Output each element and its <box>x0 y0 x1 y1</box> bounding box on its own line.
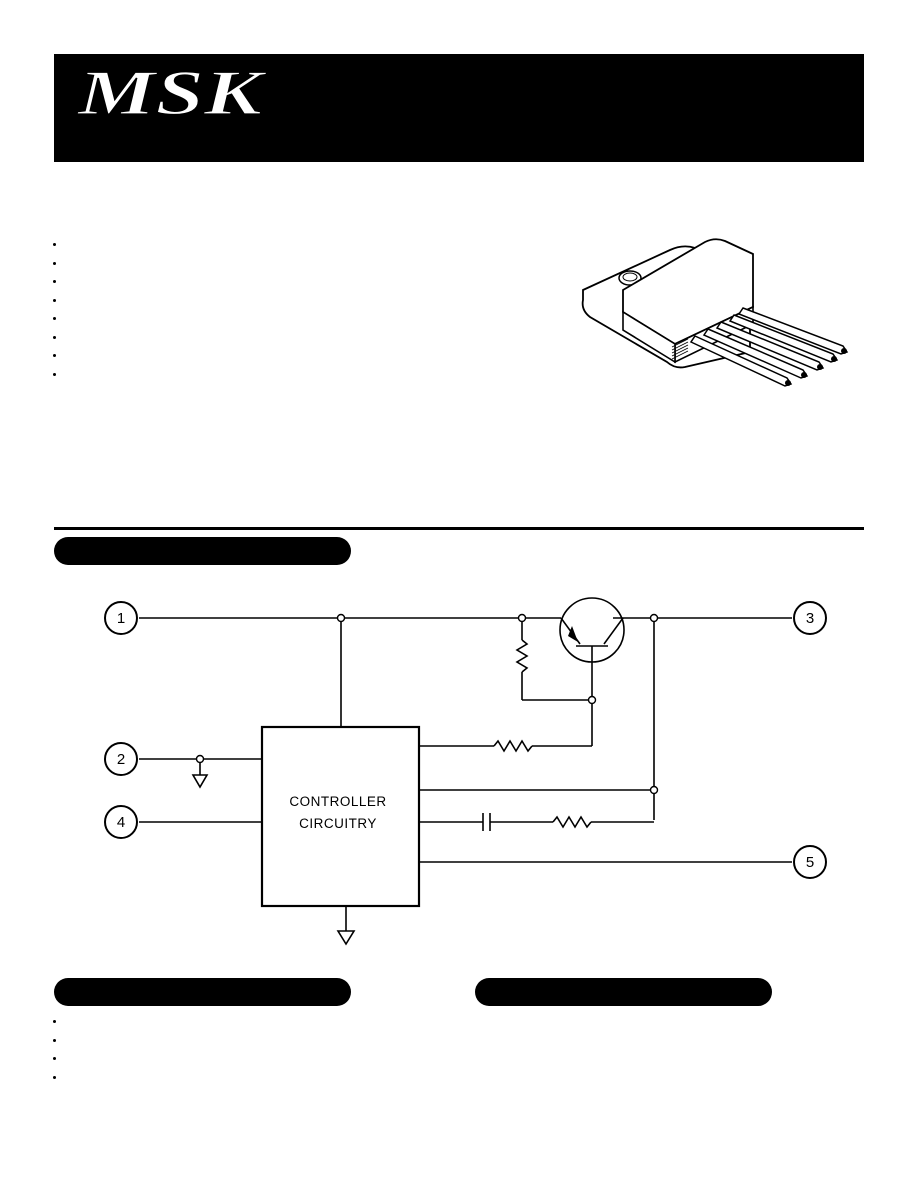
pin-1-label: 1 <box>117 610 125 627</box>
pin-4-label: 4 <box>117 814 125 831</box>
feature-bullets <box>52 240 58 388</box>
svg-text:MSK: MSK <box>77 58 266 124</box>
section-divider <box>54 527 864 530</box>
list-item <box>52 277 58 296</box>
list-item <box>52 333 58 352</box>
list-item <box>52 1036 58 1055</box>
controller-label-line1: CONTROLLER <box>289 794 386 809</box>
pin-3-label: 3 <box>806 610 814 627</box>
section-header-pill <box>54 978 351 1006</box>
junction-node <box>649 613 659 623</box>
list-item <box>52 240 58 259</box>
list-item <box>52 1054 58 1073</box>
list-item <box>52 1073 58 1092</box>
list-item <box>52 370 58 389</box>
junction-node <box>195 754 205 764</box>
pin-4-circle <box>104 805 138 839</box>
list-item <box>52 314 58 333</box>
list-item <box>52 351 58 370</box>
section-header-pill <box>54 537 351 565</box>
device-package-illustration <box>581 238 849 387</box>
application-bullets <box>52 1017 58 1091</box>
list-item <box>52 1017 58 1036</box>
controller-label-line2: CIRCUITRY <box>299 816 377 831</box>
list-item <box>52 296 58 315</box>
pin-1-circle <box>104 601 138 635</box>
junction-node <box>649 785 659 795</box>
junction-node <box>587 695 597 705</box>
pin-5-label: 5 <box>806 854 814 871</box>
pin-2-circle <box>104 742 138 776</box>
msk-logo: MSK <box>76 58 266 124</box>
junction-node <box>517 613 527 623</box>
section-header-pill <box>475 978 772 1006</box>
junction-node <box>336 613 346 623</box>
pin-3-circle <box>793 601 827 635</box>
pin-2-label: 2 <box>117 751 125 768</box>
header-band <box>54 54 864 162</box>
list-item <box>52 259 58 278</box>
pin-5-circle <box>793 845 827 879</box>
